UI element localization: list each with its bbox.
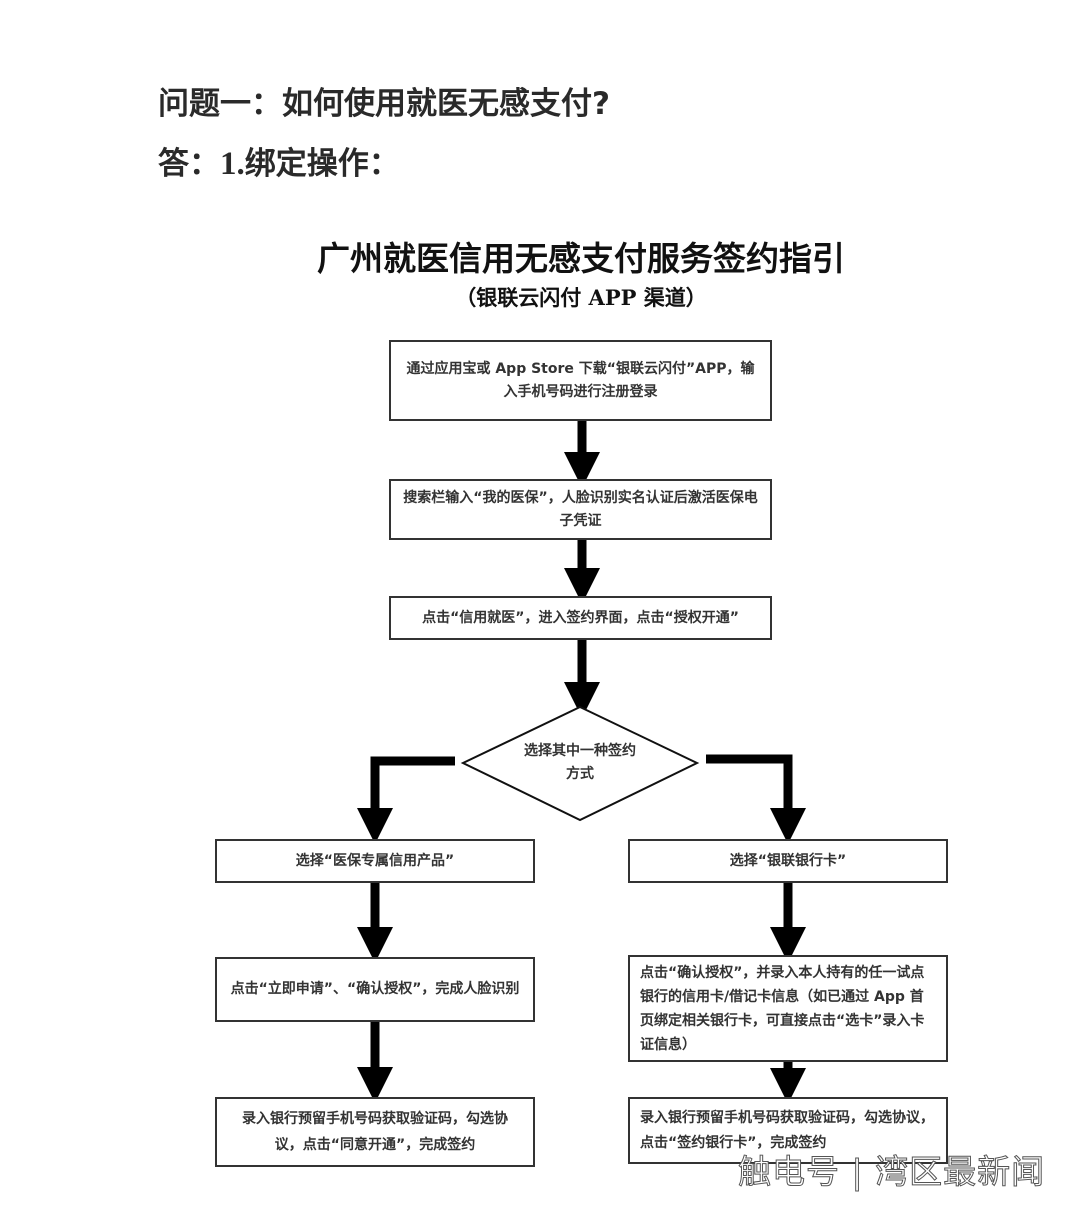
flowchart-title: 广州就医信用无感支付服务签约指引 bbox=[317, 239, 845, 278]
question-heading: 问题一：如何使用就医无感支付? bbox=[158, 86, 610, 122]
left-step-apply-authorize: 点击“立即申请”、“确认授权”，完成人脸识别 bbox=[215, 957, 535, 1022]
decision-label: 选择其中一种签约方式 bbox=[524, 743, 636, 782]
arrow-decision-to-left bbox=[357, 756, 455, 844]
right-step-verify-sign: 录入银行预留手机号码获取验证码，勾选协议，点击“签约银行卡”，完成签约 bbox=[628, 1097, 948, 1164]
answer-number: 1. bbox=[220, 146, 245, 182]
right-step-authorize-card-info: 点击“确认授权”，并录入本人持有的任一试点银行的信用卡/借记卡信息（如已通过 A… bbox=[628, 955, 948, 1062]
step-download-app: 通过应用宝或 App Store 下载“银联云闪付”APP，输入手机号码进行注册… bbox=[389, 340, 772, 421]
arrow-decision-to-right bbox=[706, 754, 806, 844]
decision-diamond bbox=[460, 705, 700, 822]
answer-heading: 答：1.绑定操作： bbox=[158, 138, 400, 183]
step-authorize: 点击“信用就医”，进入签约界面，点击“授权开通” bbox=[389, 596, 772, 640]
left-step-verify-sign: 录入银行预留手机号码获取验证码，勾选协议，点击“同意开通”，完成签约 bbox=[215, 1097, 535, 1167]
step-activate-medical-insurance: 搜索栏输入“我的医保”，人脸识别实名认证后激活医保电子凭证 bbox=[389, 479, 772, 540]
left-step-select-credit-product: 选择“医保专属信用产品” bbox=[215, 839, 535, 883]
right-step-select-bank-card: 选择“银联银行卡” bbox=[628, 839, 948, 883]
answer-text: 绑定操作： bbox=[244, 146, 400, 182]
flowchart-subtitle: （银联云闪付 APP 渠道） bbox=[455, 285, 707, 310]
watermark: 触电号 | 湾区最新闻 bbox=[737, 1152, 1046, 1192]
answer-prefix: 答： bbox=[158, 146, 220, 182]
